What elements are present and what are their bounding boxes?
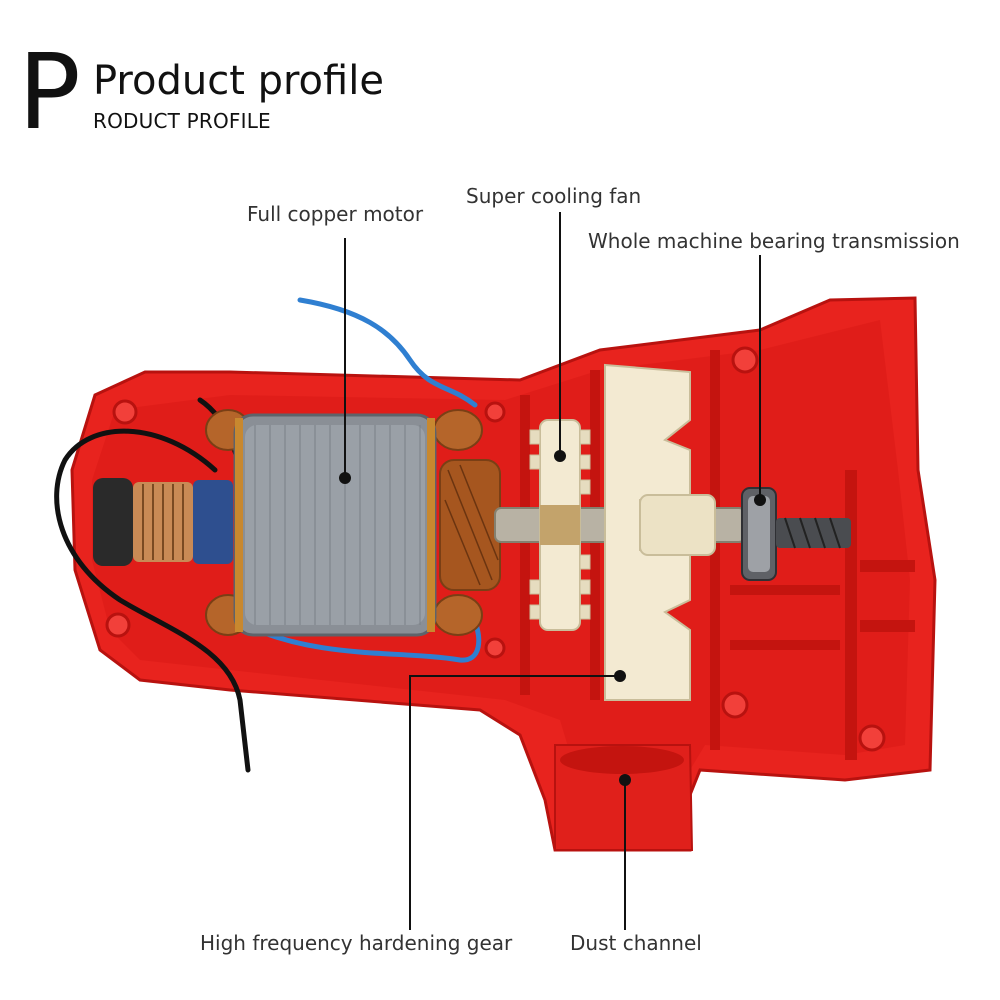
label-bearing-transmission: Whole machine bearing transmission [588, 229, 960, 253]
label-full-copper-motor: Full copper motor [247, 202, 424, 226]
label-dust-channel: Dust channel [570, 931, 702, 955]
hardening-gear [529, 419, 591, 631]
page-title: Product profile [93, 58, 384, 104]
bearing [741, 487, 851, 581]
housing-shell [70, 296, 937, 852]
cooling-fan [604, 363, 716, 701]
stator [233, 413, 437, 637]
callouts [339, 212, 766, 930]
label-hardening-gear: High frequency hardening gear [200, 931, 513, 955]
label-super-cooling-fan: Super cooling fan [466, 184, 642, 208]
header-big-letter: P [18, 31, 81, 153]
page-subtitle: RODUCT PROFILE [93, 109, 271, 133]
commutator [93, 478, 233, 566]
